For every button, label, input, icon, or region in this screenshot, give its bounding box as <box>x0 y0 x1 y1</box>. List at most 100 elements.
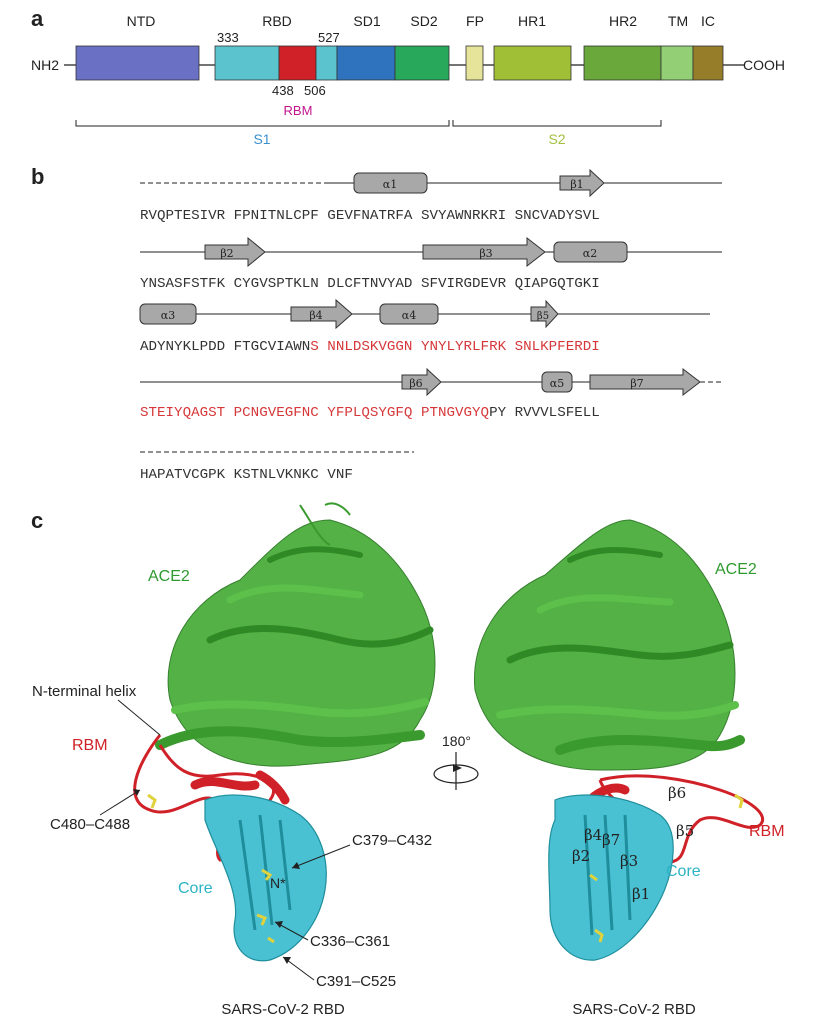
domain-diagram: NH2 COOH NTD RBD SD1 SD2 FP HR1 HR2 TM I… <box>31 13 785 147</box>
domain-label-tm: TM <box>668 13 688 29</box>
panel-label-c: c <box>31 508 43 533</box>
s2-label: S2 <box>548 131 565 147</box>
sequence-line-5: HAPATVCGPK KSTNLVKNKC VNF <box>140 467 353 483</box>
domain-label-ic: IC <box>701 13 715 29</box>
strand-label-b1: β1 <box>632 885 650 903</box>
strand-label-b3: β3 <box>620 852 638 870</box>
sequence-line-1: RVQPTESIVR FPNITNLCPF GEVFNATRFA SVYAWNR… <box>140 208 600 224</box>
core-ribbon-left <box>204 794 327 962</box>
strand-label-b5: β5 <box>676 822 694 840</box>
strand-b6 <box>401 367 442 397</box>
strand-b1 <box>559 168 605 198</box>
strand-label-b4: β4 <box>584 826 602 844</box>
rotation-icon: 180° <box>433 733 479 790</box>
strand-label-b7: β7 <box>602 831 620 849</box>
n-terminus-label: NH2 <box>31 57 59 73</box>
domain-rbd-left <box>214 45 280 81</box>
secondary-structure-map: α1 β1 RVQPTESIVR FPNITNLCPF GEVFNATRFA S… <box>139 168 722 483</box>
sequence-line-3: ADYNYKLPDD FTGCVIAWNS NNLDSKVGGN YNYLYRL… <box>140 339 600 355</box>
strand-b2-label: β2 <box>220 247 233 260</box>
domain-label-rbd: RBD <box>262 13 292 29</box>
callout-c480 <box>99 789 141 816</box>
disulfide-bonds-right <box>589 793 744 943</box>
n-terminal-helix-label: N-terminal helix <box>32 683 137 700</box>
structure-right <box>473 519 764 961</box>
strand-label-b6: β6 <box>668 784 686 802</box>
s1-label: S1 <box>253 131 270 147</box>
core-label-left: Core <box>178 880 213 897</box>
core-label-right: Core <box>666 863 701 880</box>
callout-c379 <box>291 844 351 869</box>
strand-b7-label: β7 <box>630 377 643 390</box>
disulfide-label-c379-c432: C379–C432 <box>352 832 432 849</box>
domain-rbd-right <box>315 45 338 81</box>
domain-sd1 <box>336 45 396 81</box>
domain-rbm <box>278 45 317 81</box>
sequence-segment-rbm: STEIYQAGST PCNGVEGFNC YFPLQSYGFQ PTNGVGY… <box>140 405 489 421</box>
rotation-angle: 180° <box>442 733 471 749</box>
arrowhead-c480 <box>133 789 140 796</box>
domain-hr2 <box>583 45 662 81</box>
helix-a4-label: α4 <box>402 309 416 322</box>
strand-b7 <box>589 367 701 397</box>
strand-label-b2: β2 <box>572 847 590 865</box>
position-438: 438 <box>272 83 294 98</box>
strand-b4-label: β4 <box>309 309 322 322</box>
disulfide-bonds-left <box>147 793 275 944</box>
domain-label-hr1: HR1 <box>518 13 546 29</box>
domain-sd2 <box>394 45 450 81</box>
sequence-segment: YNSASFSTFK CYGVSPTKLN DLCFTNVYAD SFVIRGD… <box>140 276 600 292</box>
strand-b3-label: β3 <box>479 247 492 260</box>
rbm-label-right: RBM <box>749 823 785 840</box>
c-terminus-label: COOH <box>743 57 785 73</box>
domain-label-sd2: SD2 <box>410 13 437 29</box>
helix-a2-label: α2 <box>583 247 597 260</box>
disulfide-label-c336-c361: C336–C361 <box>310 933 390 950</box>
arrowhead-c336 <box>275 921 283 928</box>
position-506: 506 <box>304 83 326 98</box>
helix-a5-label: α5 <box>550 377 564 390</box>
rotation-ellipse <box>433 764 479 784</box>
rbm-ribbon-left <box>133 734 290 862</box>
ace2-ribbon-right <box>473 519 745 771</box>
rbm-label-left: RBM <box>72 737 108 754</box>
domain-fp <box>465 45 484 81</box>
core-ribbon-right <box>548 794 674 961</box>
helix-a3 <box>139 303 197 325</box>
helix-a5 <box>541 371 573 393</box>
disulfide-label-c480-c488: C480–C488 <box>50 816 130 833</box>
domain-tm <box>660 45 694 81</box>
sequence-line-2: YNSASFSTFK CYGVSPTKLN DLCFTNVYAD SFVIRGD… <box>140 276 600 292</box>
strand-b5-label: β5 <box>537 311 549 322</box>
domain-hr1 <box>493 45 572 81</box>
rotation-arrowhead <box>453 764 462 772</box>
strand-b5 <box>530 299 559 329</box>
strand-b4 <box>290 298 353 330</box>
callout-n-terminal-helix <box>117 699 161 736</box>
s1-bracket <box>75 120 450 127</box>
domain-label-fp: FP <box>466 13 484 29</box>
caption-left: SARS-CoV-2 RBD <box>221 1001 345 1018</box>
panel-label-b: b <box>31 164 44 189</box>
sequence-segment: ADYNYKLPDD FTGCVIAWN <box>140 339 310 355</box>
ace2-label-right: ACE2 <box>715 561 757 578</box>
sequence-segment: RVQPTESIVR FPNITNLCPF GEVFNATRFA SVYAWNR… <box>140 208 600 224</box>
strand-b2 <box>204 236 266 268</box>
strand-b3 <box>422 236 546 268</box>
helix-a3-label: α3 <box>161 309 175 322</box>
domain-label-hr2: HR2 <box>609 13 637 29</box>
arrowhead-c379 <box>292 862 300 869</box>
s2-bracket <box>452 120 662 127</box>
structure-left <box>133 502 436 962</box>
ace2-ribbon-left <box>155 502 436 767</box>
panel-label-a: a <box>31 6 44 31</box>
domain-label-ntd: NTD <box>127 13 156 29</box>
rbm-label: RBM <box>284 103 313 118</box>
caption-right: SARS-CoV-2 RBD <box>572 1001 696 1018</box>
sequence-segment: HAPATVCGPK KSTNLVKNKC VNF <box>140 467 353 483</box>
helix-a1-label: α1 <box>383 178 397 191</box>
sequence-segment-rbd-core: S NNLDSKVGGN YNYLYRLFRK SNLKPFERDI <box>310 339 599 355</box>
helix-a2 <box>553 241 628 263</box>
position-527: 527 <box>318 30 340 45</box>
